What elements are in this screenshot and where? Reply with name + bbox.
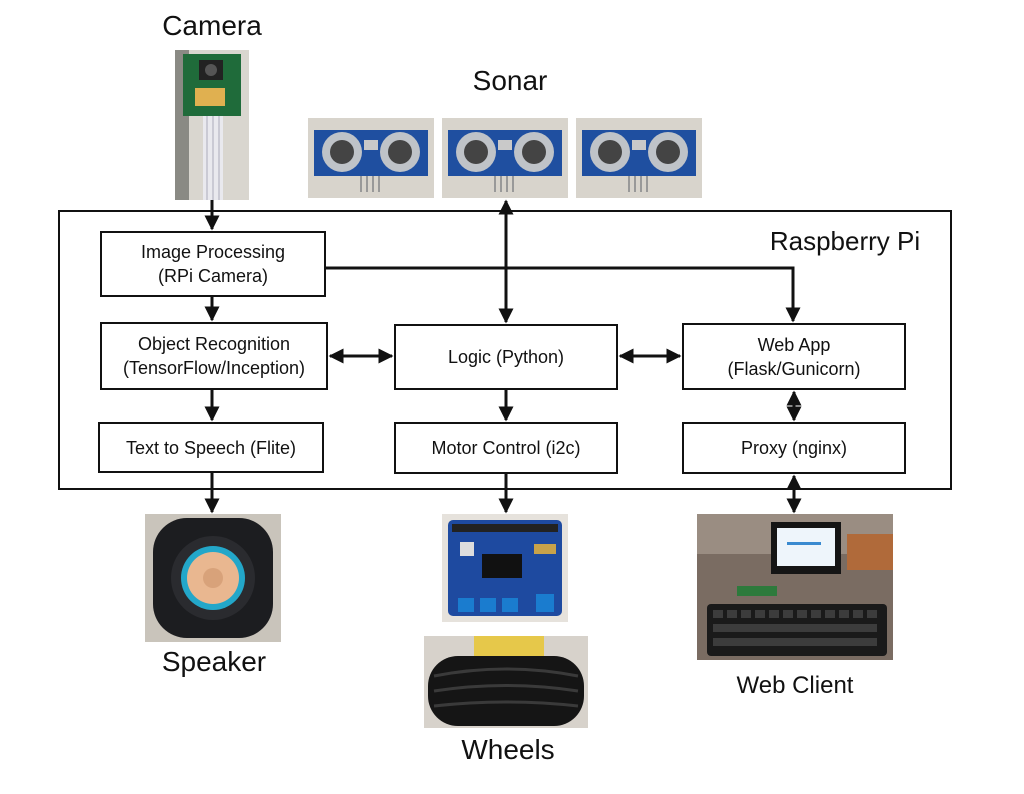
motor-control-title: Motor Control (i2c) bbox=[431, 438, 581, 458]
web-app-subtitle: (Flask/Gunicorn) bbox=[727, 358, 861, 379]
text-to-speech-box: Text to Speech (Flite) bbox=[98, 422, 324, 473]
object-recognition-box: Object Recognition (TensorFlow/Inception… bbox=[100, 322, 328, 390]
motor-hat-photo bbox=[442, 514, 568, 622]
camera-label: Camera bbox=[162, 10, 262, 41]
raspberry-pi-label: Raspberry Pi bbox=[769, 226, 921, 256]
text-to-speech-title: Text to Speech (Flite) bbox=[125, 437, 297, 458]
camera-module-photo bbox=[175, 50, 249, 200]
sonar-sensor-photo-1 bbox=[308, 118, 434, 198]
wheel-photo bbox=[424, 636, 588, 728]
logic-title: Logic (Python) bbox=[447, 347, 565, 367]
wheels-label: Wheels bbox=[461, 734, 555, 765]
proxy-box: Proxy (nginx) bbox=[682, 422, 906, 474]
web-client-photo bbox=[697, 514, 893, 660]
image-processing-title: Image Processing bbox=[140, 242, 286, 262]
logic-box: Logic (Python) bbox=[394, 324, 618, 390]
sonar-sensor-photo-3 bbox=[576, 118, 702, 198]
proxy-title: Proxy (nginx) bbox=[740, 438, 848, 458]
web-app-title: Web App bbox=[757, 334, 831, 355]
image-processing-box: Image Processing (RPi Camera) bbox=[100, 231, 326, 297]
object-recognition-subtitle: (TensorFlow/Inception) bbox=[122, 358, 306, 378]
web-app-box: Web App (Flask/Gunicorn) bbox=[682, 323, 906, 390]
sonar-label: Sonar bbox=[472, 65, 548, 96]
motor-control-box: Motor Control (i2c) bbox=[394, 422, 618, 474]
web-client-label: Web Client bbox=[736, 672, 854, 699]
sonar-sensor-photo-2 bbox=[442, 118, 568, 198]
object-recognition-title: Object Recognition bbox=[137, 334, 291, 354]
image-processing-subtitle: (RPi Camera) bbox=[157, 266, 268, 286]
speaker-label: Speaker bbox=[161, 646, 267, 677]
speaker-photo bbox=[145, 514, 281, 642]
arrow-image-processing-to-web-app bbox=[326, 266, 801, 323]
